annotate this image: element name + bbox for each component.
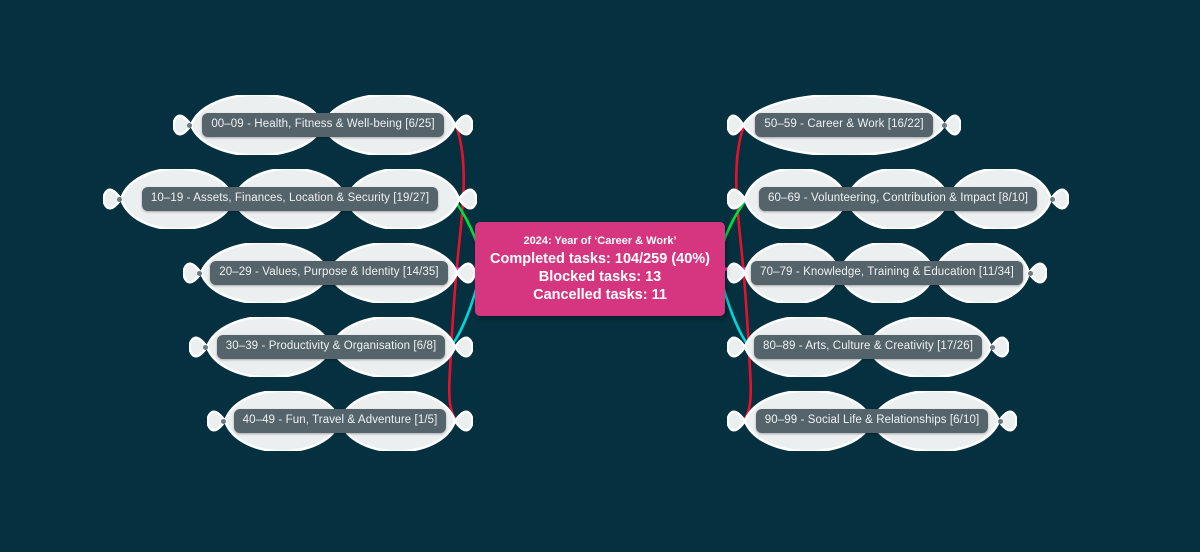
mindmap-node-right-1[interactable]: 50–59 - Career & Work [16/22] — [727, 95, 961, 155]
mindmap-node-right-3[interactable]: 70–79 - Knowledge, Training & Education … — [727, 243, 1047, 303]
mindmap-node-right-5[interactable]: 90–99 - Social Life & Relationships [6/1… — [727, 391, 1017, 451]
node-label: 80–89 - Arts, Culture & Creativity [17/2… — [753, 335, 983, 359]
node-bullet-icon — [197, 270, 202, 276]
node-bullet-icon — [117, 196, 122, 202]
node-bullet-icon — [942, 122, 947, 128]
node-label: 60–69 - Volunteering, Contribution & Imp… — [758, 187, 1038, 211]
node-label: 50–59 - Career & Work [16/22] — [755, 113, 933, 137]
node-bullet-icon — [998, 418, 1003, 424]
central-node[interactable]: 2024: Year of ‘Career & Work’ Completed … — [475, 222, 725, 316]
node-label: 00–09 - Health, Fitness & Well-being [6/… — [202, 113, 444, 137]
mindmap-node-left-3[interactable]: 20–29 - Values, Purpose & Identity [14/3… — [183, 243, 475, 303]
node-bullet-icon — [221, 418, 226, 424]
node-bullet-icon — [1028, 270, 1033, 276]
node-label: 70–79 - Knowledge, Training & Education … — [751, 261, 1023, 285]
node-label: 20–29 - Values, Purpose & Identity [14/3… — [210, 261, 448, 285]
mindmap-node-right-2[interactable]: 60–69 - Volunteering, Contribution & Imp… — [727, 169, 1069, 229]
node-bullet-icon — [990, 344, 995, 350]
cancelled-tasks-stat: Cancelled tasks: 11 — [533, 287, 667, 303]
node-label: 90–99 - Social Life & Relationships [6/1… — [755, 409, 989, 433]
completed-tasks-stat: Completed tasks: 104/259 (40%) — [489, 251, 710, 267]
blocked-tasks-stat: Blocked tasks: 13 — [538, 269, 662, 285]
node-bullet-icon — [187, 122, 192, 128]
node-label: 10–19 - Assets, Finances, Location & Sec… — [141, 187, 439, 211]
node-bullet-icon — [1050, 196, 1055, 202]
mindmap-node-right-4[interactable]: 80–89 - Arts, Culture & Creativity [17/2… — [727, 317, 1009, 377]
central-title: 2024: Year of ‘Career & Work’ — [523, 235, 677, 247]
mindmap-node-left-1[interactable]: 00–09 - Health, Fitness & Well-being [6/… — [173, 95, 473, 155]
node-label: 40–49 - Fun, Travel & Adventure [1/5] — [233, 409, 447, 433]
mindmap-node-left-4[interactable]: 30–39 - Productivity & Organisation [6/8… — [189, 317, 473, 377]
node-label: 30–39 - Productivity & Organisation [6/8… — [216, 335, 446, 359]
mindmap-node-left-2[interactable]: 10–19 - Assets, Finances, Location & Sec… — [103, 169, 477, 229]
node-bullet-icon — [203, 344, 208, 350]
mindmap-node-left-5[interactable]: 40–49 - Fun, Travel & Adventure [1/5] — [207, 391, 473, 451]
